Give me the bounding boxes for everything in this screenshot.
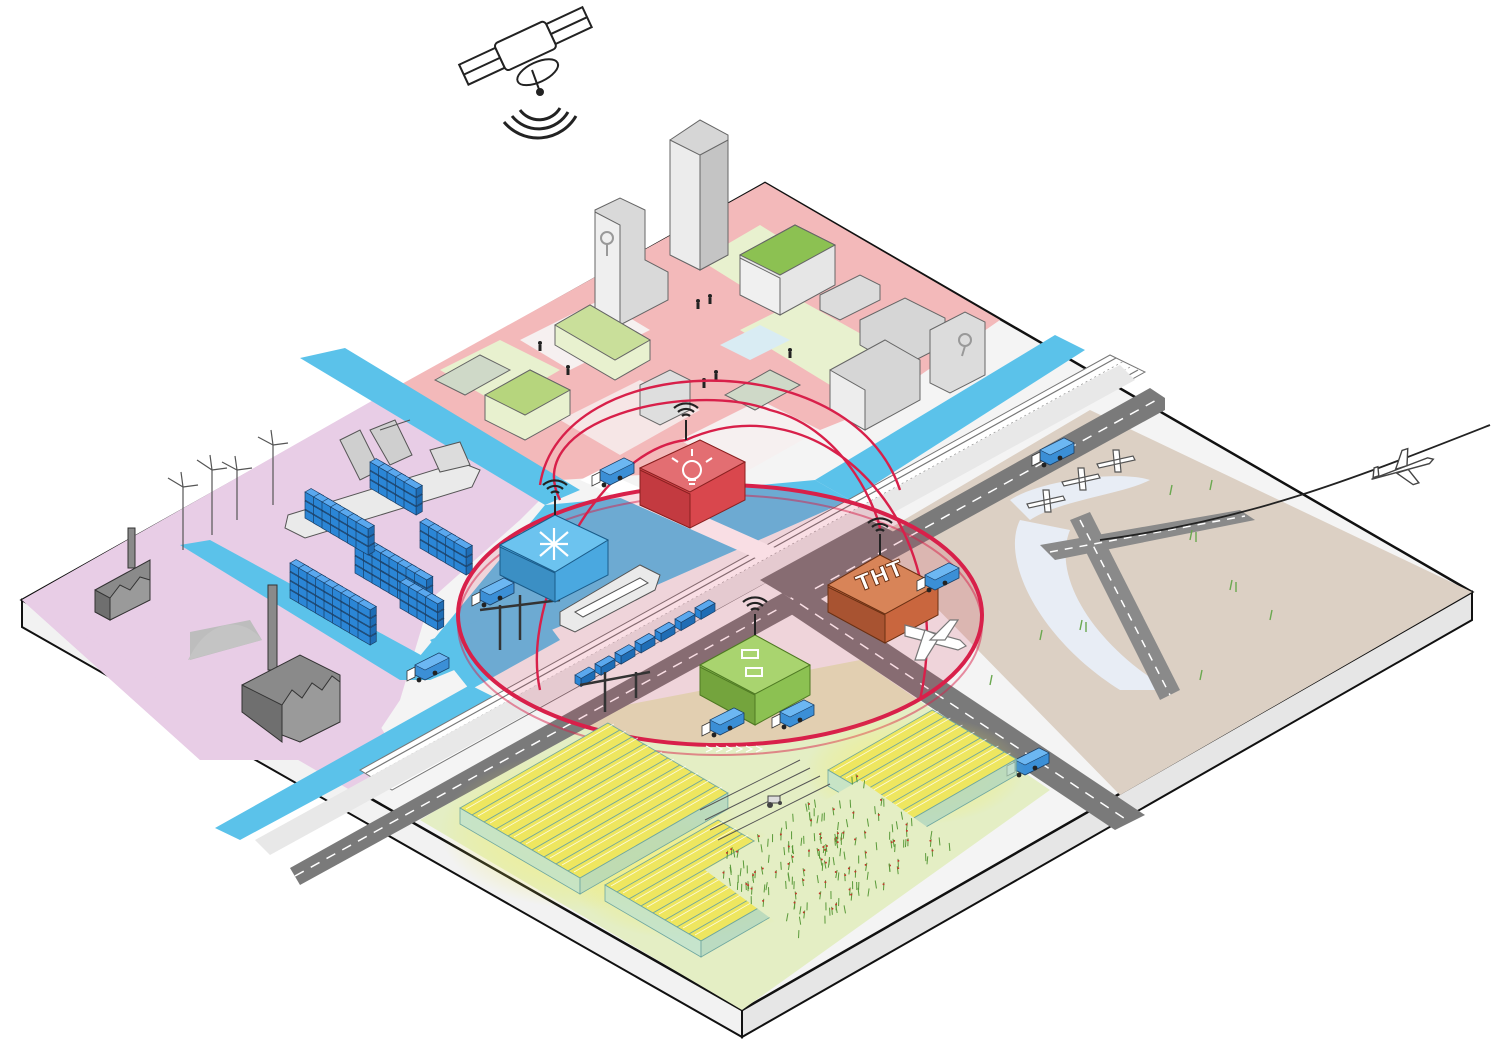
container-stacks [289, 458, 473, 646]
barge [559, 564, 661, 633]
hub-icon [741, 649, 763, 677]
train-car [594, 655, 616, 676]
train-car [614, 644, 636, 665]
wifi-icon [867, 517, 893, 532]
wind-turbine-icon [167, 471, 199, 550]
container-box [403, 478, 423, 498]
magnifier-icon [958, 333, 972, 357]
ground-pile [188, 624, 262, 660]
tractor-icon [767, 795, 782, 808]
crop-field [705, 774, 960, 940]
magnifier-icon [600, 231, 614, 256]
lightbulb-icon [671, 449, 713, 485]
innovation-hub [638, 420, 747, 529]
airplane-icon [1371, 447, 1435, 486]
farm-rows [699, 759, 831, 841]
cold-storage-hub [498, 496, 610, 603]
container-box [357, 599, 377, 619]
wind-turbines [167, 429, 289, 550]
wind-turbine-icon [257, 429, 289, 505]
urban-buildings [433, 119, 986, 441]
signal-waves-icon [502, 107, 578, 140]
container-box [424, 593, 445, 613]
wifi-icon [673, 402, 699, 417]
airport-area [989, 424, 1491, 700]
truck-icon [916, 562, 960, 593]
wifi-icons [542, 402, 893, 611]
wind-turbine-icon [196, 454, 228, 535]
greenhouse-right [827, 709, 1018, 836]
wifi-icon [742, 596, 768, 611]
truck-icon [771, 699, 815, 730]
airport-logistics-hub: THT [826, 534, 940, 644]
container-box [413, 569, 434, 589]
container-box [453, 538, 473, 558]
container-box [355, 518, 375, 538]
truck-icon [1031, 437, 1075, 468]
network-arc [552, 398, 882, 531]
greenhouse-large [459, 722, 729, 895]
truck-icon [406, 652, 450, 683]
flight-path [1099, 424, 1491, 541]
satellite-icon [457, 5, 594, 140]
truck-icon [591, 457, 635, 488]
factory-small [94, 527, 151, 621]
cargo-plane-icon [904, 619, 968, 661]
train-car [674, 610, 696, 632]
parked-plane-icon [1026, 489, 1066, 513]
snowflake-icon [539, 528, 569, 560]
rail-gantry [479, 595, 651, 712]
truck-icon [701, 707, 745, 738]
train [574, 599, 716, 688]
wind-turbine-icon [221, 455, 253, 520]
wifi-icon [542, 479, 568, 494]
parked-plane-icon [1096, 449, 1136, 473]
agro-logistics-hub [698, 614, 812, 726]
network-arc [538, 379, 902, 491]
truck-icon [471, 577, 515, 608]
network-arc [685, 424, 929, 701]
parked-plane-icon [1061, 467, 1101, 491]
train-car [694, 599, 716, 620]
